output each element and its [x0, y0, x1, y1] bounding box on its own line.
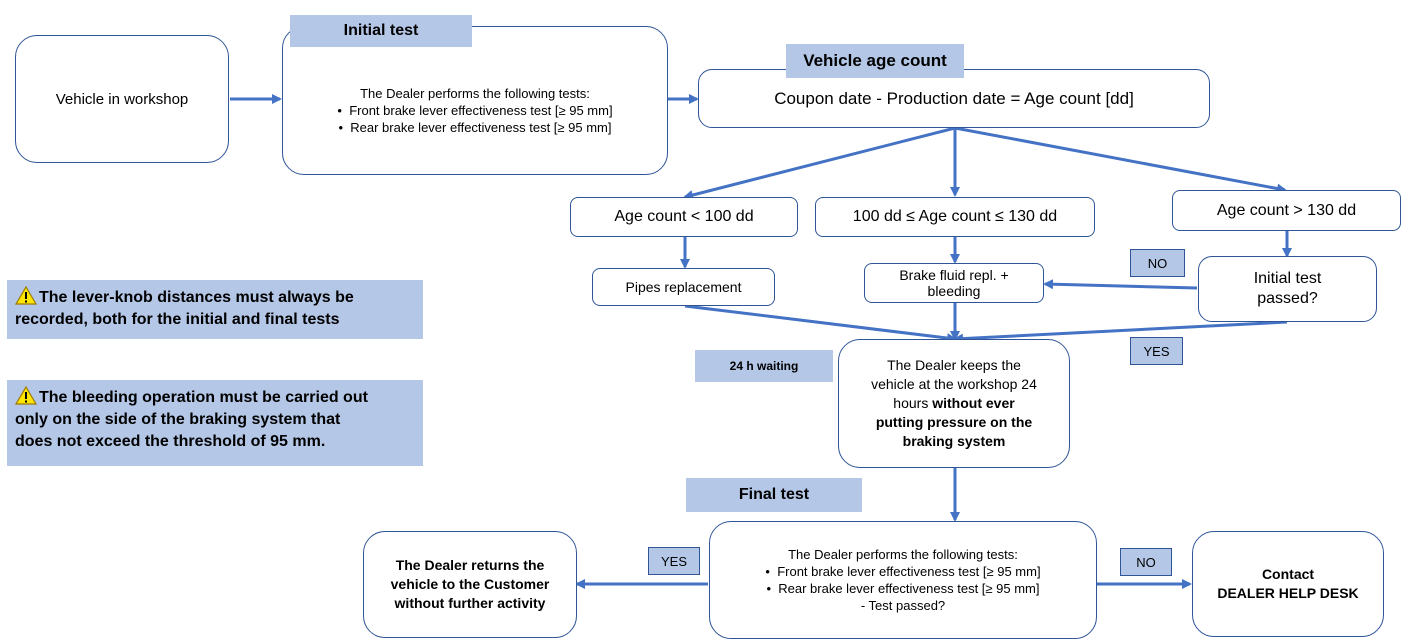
- initial-test-title: Initial test: [290, 15, 472, 47]
- arrow-age-to-gt130: [954, 126, 1287, 194]
- final-test-title: Final test: [686, 478, 862, 512]
- age-count-title: Vehicle age count: [786, 44, 964, 78]
- start-node: Vehicle in workshop: [15, 35, 229, 163]
- tag-yes-final: YES: [648, 547, 700, 575]
- contact-node: Contact DEALER HELP DESK: [1192, 531, 1384, 637]
- waiting-node: The Dealer keeps the vehicle at the work…: [838, 339, 1070, 468]
- arrow-age-to-lt100: [683, 126, 956, 200]
- initial-test-item: • Front brake lever effectiveness test […: [337, 103, 613, 118]
- return-node: The Dealer returns the vehicle to the Cu…: [363, 531, 577, 638]
- note-lever-knob: The lever-knob distances must always be …: [7, 280, 423, 339]
- initial-test-node: The Dealer performs the following tests:…: [282, 26, 668, 175]
- waiting-label: 24 h waiting: [695, 350, 833, 382]
- pipes-replacement-node: Pipes replacement: [592, 268, 775, 306]
- final-test-node: The Dealer performs the following tests:…: [709, 521, 1097, 639]
- branch-100-130: 100 dd ≤ Age count ≤ 130 dd: [815, 197, 1095, 237]
- tag-yes-initial: YES: [1130, 337, 1183, 365]
- warning-icon: [15, 286, 37, 305]
- tag-no-final: NO: [1120, 548, 1172, 576]
- arrow-passed-yes-to-wait: [953, 320, 1288, 344]
- age-count-formula: Coupon date - Production date = Age coun…: [774, 88, 1134, 108]
- arrow-pipes-to-wait: [684, 304, 957, 343]
- initial-test-item: • Rear brake lever effectiveness test [≥…: [338, 120, 612, 135]
- tag-no-initial: NO: [1130, 249, 1185, 277]
- warning-icon: [15, 386, 37, 405]
- initial-test-intro: The Dealer performs the following tests:: [360, 86, 590, 101]
- branch-gt130: Age count > 130 dd: [1172, 190, 1401, 231]
- note-bleeding: The bleeding operation must be carried o…: [7, 380, 423, 466]
- start-node-label: Vehicle in workshop: [55, 90, 189, 108]
- arrow-passed-no-to-fluid: [1043, 279, 1198, 290]
- branch-lt100: Age count < 100 dd: [570, 197, 798, 237]
- brake-fluid-node: Brake fluid repl. + bleeding: [864, 263, 1044, 303]
- initial-passed-node: Initial test passed?: [1198, 256, 1377, 322]
